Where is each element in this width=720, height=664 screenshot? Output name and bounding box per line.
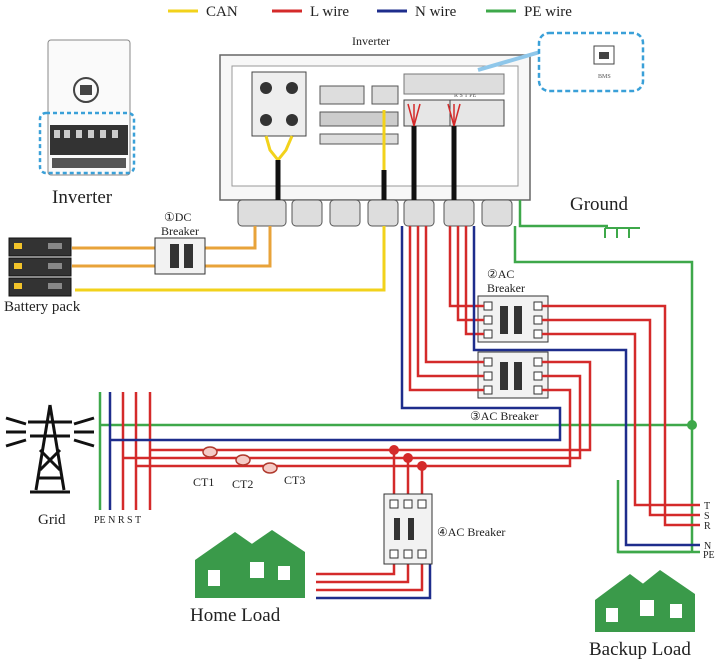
bus-label-r: R (704, 521, 711, 532)
l-junction (417, 461, 427, 471)
bus-label-s: S (704, 511, 710, 522)
ac-breaker-icon (477, 295, 549, 343)
house-icon (195, 530, 305, 598)
legend-n-label: N wire (415, 4, 457, 20)
l-junction (389, 445, 399, 455)
internal-red (407, 103, 461, 127)
dc-breaker-label-1: ①DC (164, 210, 191, 224)
bus-label-t: T (704, 501, 710, 512)
ac-breaker-3-label: ③AC Breaker (470, 409, 538, 423)
ac-breaker-2-label-1: ②AC (487, 267, 514, 281)
ct-clamp-icon (202, 446, 278, 474)
pe-wires (98, 200, 700, 554)
ct1-label: CT1 (193, 475, 214, 489)
bus-label-n: N (704, 541, 711, 552)
ct2-label: CT2 (232, 477, 253, 491)
bus-label-pe: PE (703, 550, 715, 561)
dc-breaker-icon (154, 237, 206, 275)
grid-lines-label: PE N R S T (94, 515, 141, 526)
legend-can-label: CAN (206, 4, 238, 20)
ac-breaker-2-label-2: Breaker (487, 281, 525, 295)
inverter-title: Inverter (352, 34, 390, 48)
inverter-small-label: Inverter (52, 187, 113, 208)
ct3-label: CT3 (284, 473, 305, 487)
legend: CAN L wire N wire PE wire (168, 4, 572, 20)
n-wires (108, 226, 700, 600)
bms-label: BMS (598, 74, 611, 80)
bms-port-icon: BMS (477, 31, 645, 93)
house-icon (595, 570, 695, 632)
battery-pack-icon (8, 237, 72, 297)
home-load-label: Home Load (190, 605, 281, 626)
dc-wires (72, 226, 272, 268)
l-wires (121, 226, 700, 592)
backup-load-label: Backup Load (589, 639, 691, 660)
ac-breaker-icon (383, 493, 433, 565)
ac-breaker-4-label: ④AC Breaker (437, 525, 505, 539)
internal-cables (275, 126, 457, 200)
main-inverter: R S T PE (219, 54, 531, 227)
battery-pack-label: Battery pack (4, 299, 81, 315)
terminal-label: R S T PE (454, 93, 477, 99)
dc-breaker-label-2: Breaker (161, 224, 199, 238)
pe-junction (687, 420, 697, 430)
grid-label: Grid (38, 512, 66, 528)
transmission-tower-icon (5, 404, 95, 494)
ac-breaker-icon (477, 351, 549, 399)
ground-icon (604, 227, 640, 238)
inverter-icon (38, 39, 136, 176)
legend-l-label: L wire (310, 4, 349, 20)
l-junction (403, 453, 413, 463)
ground-label: Ground (570, 194, 629, 215)
legend-pe-label: PE wire (524, 4, 572, 20)
